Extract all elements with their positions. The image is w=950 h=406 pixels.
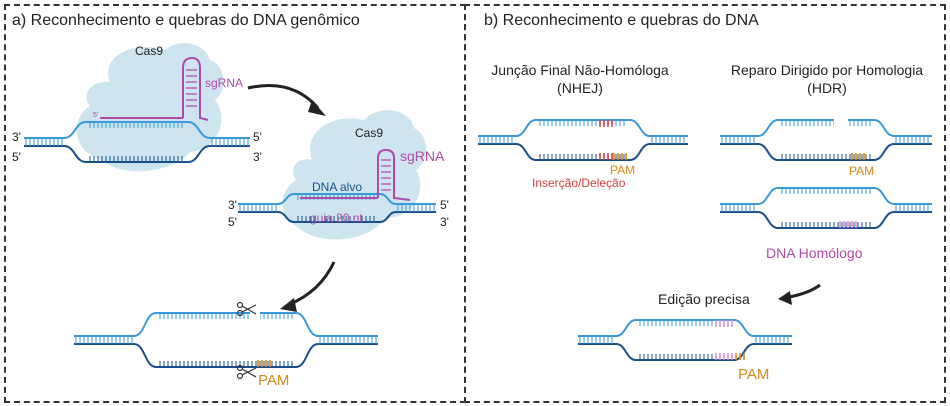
five-prime-mini-label: 5': [93, 112, 99, 119]
dna-a1-open-bottom-bases: [89, 156, 183, 162]
sgrna-hairpin-mid: [300, 148, 411, 201]
dna-a2-right-pairs: [397, 204, 435, 212]
dna-a1-top-strand: [24, 121, 250, 139]
strand-label-tr-2: 5': [440, 198, 449, 212]
dna-a3-left-pairs: [75, 336, 133, 344]
pam-label-final: PAM: [738, 366, 770, 383]
nhej-title-line1: Junção Final Não-Homóloga: [491, 62, 669, 78]
sgrna-hairpin-top: [100, 56, 209, 121]
hdr-break-gap: [834, 112, 848, 128]
dna-a1-bottom-strand: [24, 145, 250, 163]
strand-label-br-2: 3': [440, 215, 449, 229]
guia-label: guia 20 nt: [310, 211, 363, 225]
hdr-title-line1: Reparo Dirigido por Homologia: [730, 62, 924, 78]
dna-nhej-bottom-strand: [478, 143, 688, 161]
sgrna-label-top: sgRNA: [205, 76, 244, 90]
cas9-blob-top: [76, 43, 224, 172]
strand-label-bl-2: 5': [228, 215, 237, 229]
strand-label-tl-1: 3': [12, 130, 21, 144]
indel-mark-top: [599, 120, 613, 127]
hdr-pam-label: PAM: [849, 164, 875, 178]
dna-hdr-homolog-open-bottom-bases: [781, 222, 871, 228]
dna-a2-top-strand: [238, 193, 436, 205]
strand-label-br-1: 3': [253, 150, 262, 164]
arrow-a1-head: [308, 100, 326, 116]
panel-a-title: a) Reconhecimento e quebras do DNA genôm…: [12, 12, 360, 29]
dna-homologo-label: DNA Homólogo: [766, 245, 863, 261]
final-edit-mark-bottom: [715, 353, 733, 360]
dna-a3-open-bottom-bases: [159, 361, 293, 367]
dna-hdr-cut-left-pairs: [721, 136, 755, 144]
dna-hdr-homolog-left-pairs: [721, 204, 755, 212]
panel-b-title: b) Reconhecimento e quebras do DNA: [484, 12, 759, 29]
strand-label-bl-1: 5': [12, 150, 21, 164]
dna-a1-left-pairs: [25, 138, 63, 146]
dna-a3-open-top-bases: [159, 313, 293, 319]
final-edit-mark-top: [715, 320, 733, 327]
strand-label-tl-2: 3': [228, 198, 237, 212]
dna-a3-right-pairs: [319, 336, 377, 344]
dna-a2-open-bottom-bases: [297, 216, 375, 222]
dna-nhej-right-pairs: [651, 136, 685, 144]
arrow-a2-head: [280, 298, 297, 312]
scissors-icon-top: [236, 301, 257, 317]
arrow-a1: [247, 84, 320, 109]
pam-mark-nhej: [613, 153, 627, 160]
pam-label-a: PAM: [258, 372, 290, 389]
dna-hdr-homolog-right-pairs: [895, 204, 929, 212]
nhej-pam-label: PAM: [610, 163, 636, 177]
dna-nhej-left-pairs: [479, 136, 513, 144]
dna-a1-right-pairs: [211, 138, 249, 146]
dna-a2-bottom-strand: [238, 211, 436, 223]
cas9-label-mid: Cas9: [355, 126, 384, 140]
nhej-title-line2: (NHEJ): [557, 80, 603, 96]
dna-a2-left-pairs: [239, 204, 277, 212]
cut-gap-top: [250, 305, 260, 319]
hdr-title-line2: (HDR): [807, 80, 847, 96]
edicao-label: Edição precisa: [658, 291, 750, 307]
dna-final-top-strand: [578, 319, 792, 337]
pam-mark-final: [735, 353, 745, 360]
dna-a1-open-top-bases: [89, 122, 183, 128]
panel-b-frame: [464, 4, 946, 403]
indel-label: Inserção/Deleção: [532, 176, 626, 190]
dna-nhej-top-strand: [478, 119, 688, 137]
arrow-b-head: [778, 291, 792, 305]
dna-a3-top-strand: [74, 312, 378, 337]
dna-final-left-pairs: [579, 336, 613, 344]
dna-alvo-label: DNA alvo: [312, 180, 363, 194]
sgrna-label-mid: sgRNA: [400, 148, 445, 164]
dna-hdr-homolog-open-top-bases: [781, 188, 871, 194]
cas9-blob-mid: [282, 110, 427, 240]
strand-label-tr-1: 5': [253, 130, 262, 144]
dna-final-bottom-strand: [578, 343, 792, 361]
dna-a3-bottom-strand: [74, 343, 378, 368]
dna-hdr-cut-open-bottom-bases: [781, 154, 871, 160]
scissors-icon-bottom: [236, 364, 257, 380]
homolog-mark: [839, 221, 857, 228]
indel-mark-bottom: [599, 153, 613, 160]
cas9-label-top: Cas9: [135, 44, 164, 58]
pam-mark-a: [257, 360, 271, 367]
dna-hdr-cut-right-pairs: [895, 136, 929, 144]
pam-mark-hdr: [851, 153, 865, 160]
arrow-a2: [287, 261, 336, 307]
dna-final-right-pairs: [755, 336, 789, 344]
